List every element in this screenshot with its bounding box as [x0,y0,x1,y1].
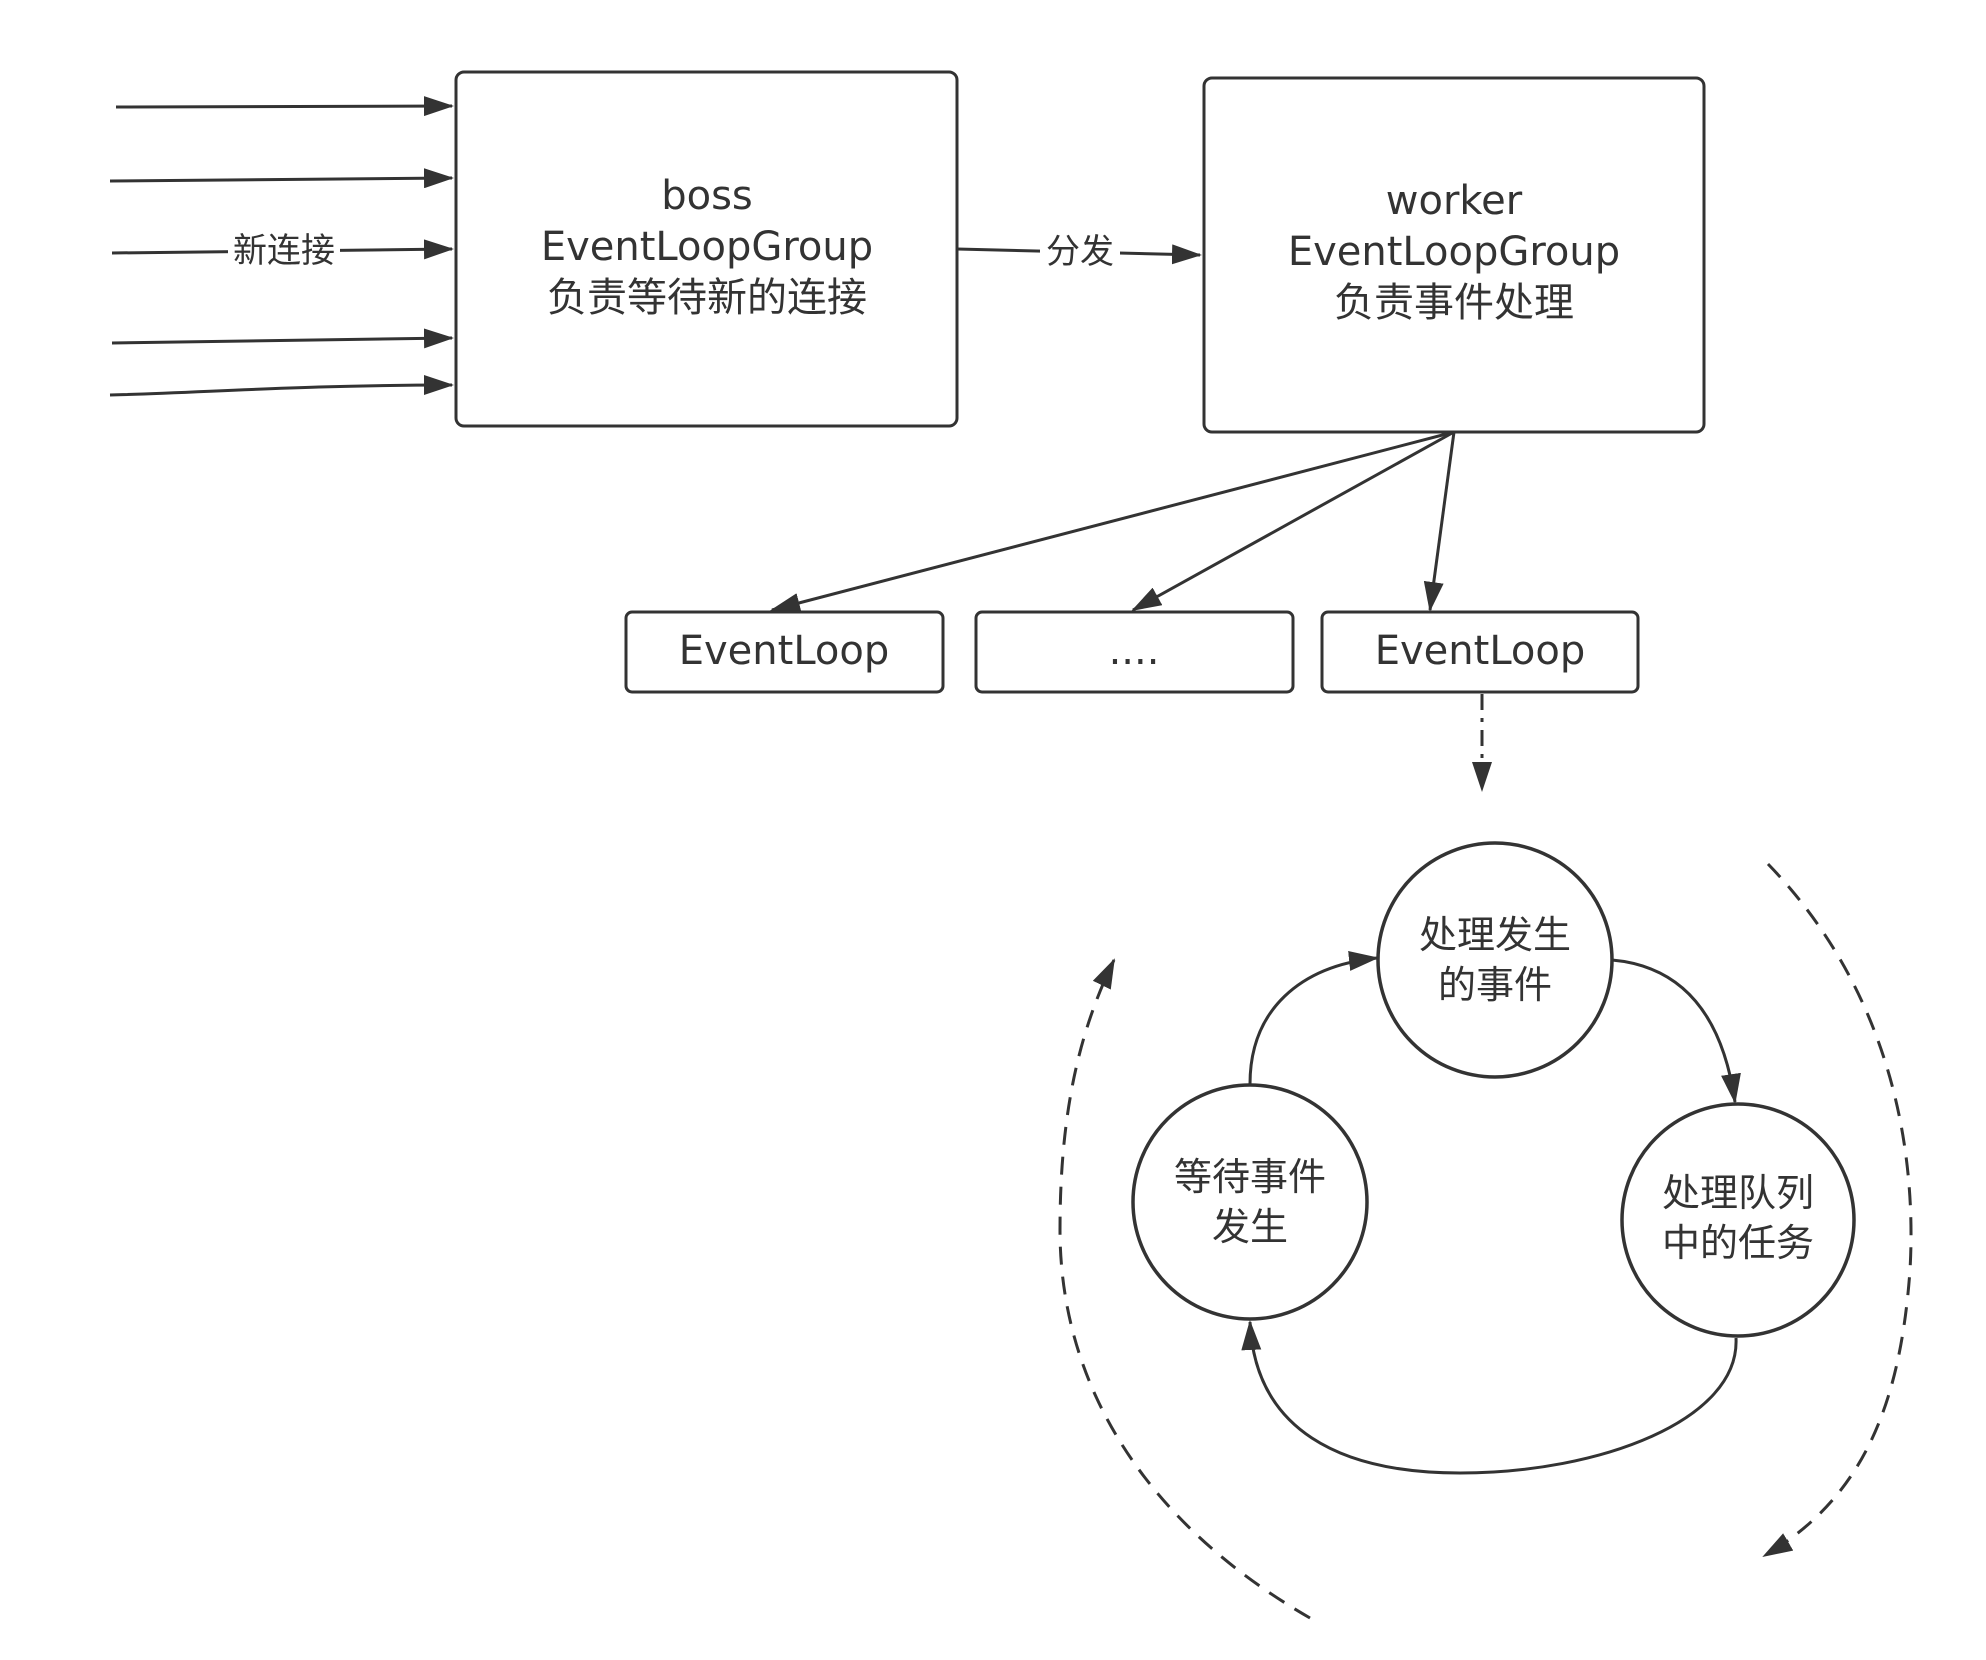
new-connection-label: 新连接 [233,231,335,271]
eventloop-right-label: EventLoop [1375,628,1586,674]
handle-tasks-circle [1620,1102,1856,1338]
eventloop-left-box [624,610,945,694]
event-loops: EventLoop .... EventLoop [624,610,1640,694]
node-wait-events: 等待事件 发生 [1131,1083,1369,1321]
incoming-arrow-2 [109,168,454,189]
worker-group-label: EventLoopGroup [1288,229,1620,275]
arrow-to-eventloop-left [770,430,1455,613]
arrow-to-eventloop-right [1423,431,1456,612]
eventloop-left-label: EventLoop [679,628,890,674]
eventloop-middle-box [974,610,1295,694]
incoming-connections: 新连接 [109,96,454,397]
worker-title: worker [1386,178,1523,224]
worker-to-eventloops [770,430,1456,613]
arrow-to-eventloop-middle [1131,430,1455,612]
node-handle-events: 处理发生 的事件 [1376,841,1614,1079]
outer-loop-left-arc [1058,958,1311,1620]
handle-events-line2: 的事件 [1438,963,1552,1007]
boss-description: 负责等待新的连接 [547,275,867,321]
outer-loop-right-arc [1762,862,1913,1558]
wait-events-line2: 发生 [1212,1205,1288,1249]
handle-tasks-line1: 处理队列 [1662,1171,1814,1215]
eventloop-right-box [1320,610,1640,694]
handle-events-line1: 处理发生 [1419,913,1571,957]
outer-loop-arcs [1058,862,1913,1620]
incoming-arrow-5 [109,375,454,397]
node-handle-tasks: 处理队列 中的任务 [1620,1102,1856,1338]
wait-events-line1: 等待事件 [1174,1155,1326,1199]
handle-events-circle [1376,841,1614,1079]
handle-tasks-line2: 中的任务 [1662,1221,1814,1265]
worker-event-loop-group: worker EventLoopGroup 负责事件处理 [1202,76,1706,434]
boss-group-label: EventLoopGroup [541,224,873,270]
boss-title: boss [661,173,753,219]
worker-description: 负责事件处理 [1334,280,1574,326]
incoming-arrow-4 [111,328,454,349]
arrow-tasks-to-wait [1241,1320,1738,1475]
arrow-handle-events-to-tasks [1611,958,1741,1104]
eventloop-middle-label: .... [1109,628,1160,674]
dispatch-label-bg [1040,228,1120,274]
arrow-wait-to-handle-events [1248,950,1379,1085]
event-cycle-arrows [1241,950,1741,1475]
incoming-arrow-1 [115,96,454,117]
dispatch-edge: 分发 [956,228,1202,274]
new-connection-label-bg [228,226,340,272]
wait-events-circle [1131,1083,1369,1321]
dispatch-label: 分发 [1046,232,1114,272]
boss-event-loop-group: boss EventLoopGroup 负责等待新的连接 [454,70,959,428]
